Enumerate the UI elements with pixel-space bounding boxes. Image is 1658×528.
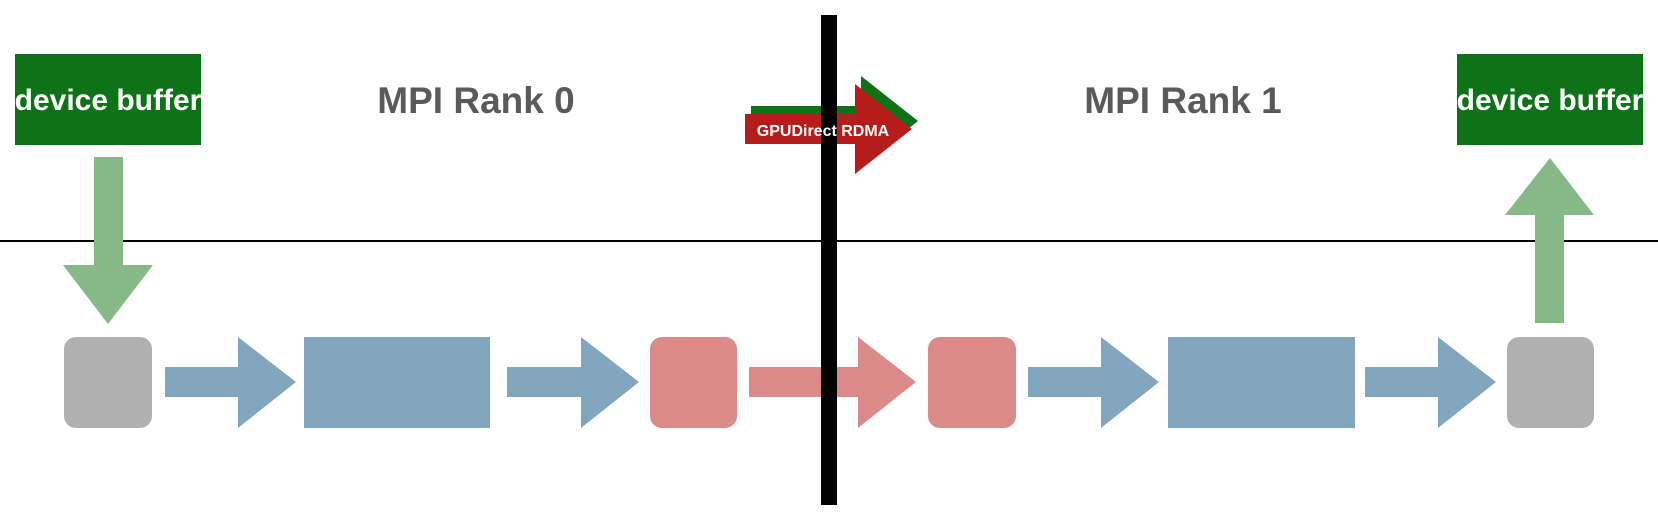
network-box-left (650, 337, 737, 428)
rank-divider (821, 15, 837, 505)
processing-block-left (304, 337, 490, 428)
host-staging-box-right (1507, 337, 1594, 428)
network-box-right (928, 337, 1016, 428)
pipeline-arrow-2 (507, 337, 639, 428)
rank-1-label: MPI Rank 1 (1084, 80, 1281, 121)
host-staging-box-left (64, 337, 152, 428)
copy-down-arrow (63, 157, 153, 324)
pipeline-arrow-4 (1365, 337, 1496, 428)
copy-up-arrow (1505, 158, 1594, 323)
device-buffer-right: device buffer (1457, 54, 1644, 145)
pipeline-arrow-1 (165, 337, 296, 428)
device-buffer-left: device buffer (15, 54, 202, 145)
rdma-label: GPUDirect RDMA (757, 123, 890, 140)
device-buffer-right-label: device buffer (1457, 84, 1644, 117)
processing-block-right (1168, 337, 1355, 428)
device-buffer-left-label: device buffer (15, 84, 202, 117)
pipeline-arrow-3 (1028, 337, 1159, 428)
rank-0-label: MPI Rank 0 (377, 80, 574, 121)
